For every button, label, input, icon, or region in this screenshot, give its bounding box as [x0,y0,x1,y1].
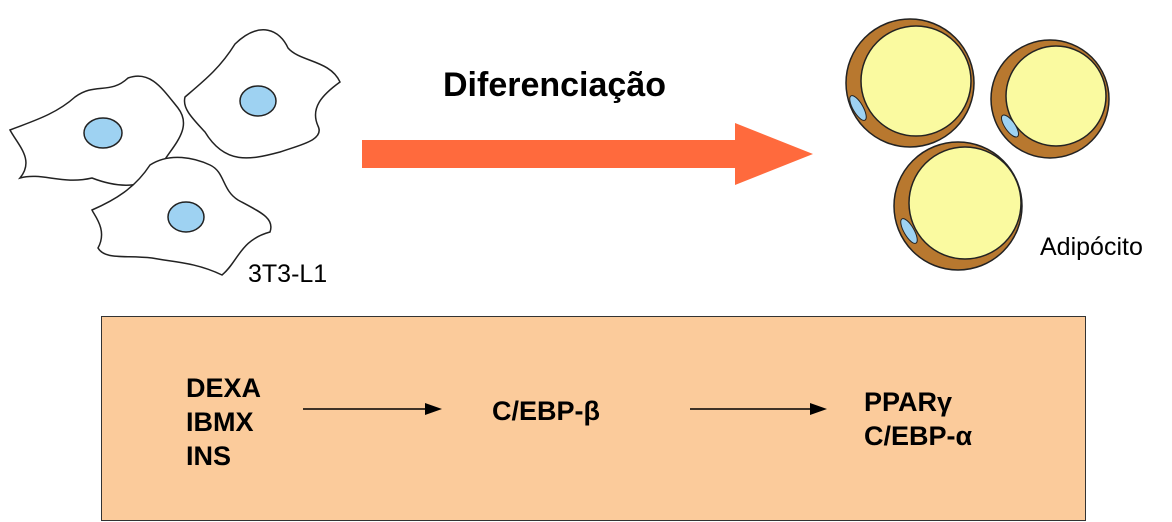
nucleus [239,85,277,117]
arrow-inducers-to-cebpb [303,403,442,415]
pathway-arrows [303,403,827,415]
target-cebp-alpha: C/EBP-α [864,421,973,451]
nucleus [1000,114,1020,138]
inducer-ibmx: IBMX [186,407,254,437]
signaling-pathway-panel: DEXA IBMX INS C/EBP-β PPARγ C/EBP-α [101,316,1086,521]
nucleus [849,95,867,121]
inducer-list: DEXA IBMX INS [186,371,261,473]
preadipocyte-label: 3T3-L1 [248,260,328,288]
inducer-dexa: DEXA [186,373,262,403]
cebp-beta-node: C/EBP-β [492,396,600,426]
differentiation-arrow [362,123,813,185]
adipocyte-cells [845,18,1110,271]
nucleus [167,201,205,233]
arrow-cebpb-to-targets [690,403,827,415]
diagram-title: Diferenciação [443,66,666,104]
adipocyte [845,18,975,148]
preadipocyte-cells [8,29,341,276]
inducer-ins: INS [186,441,232,471]
adipocyte [990,39,1110,159]
adipocyte-label: Adipócito [1040,233,1143,261]
nucleus [900,218,918,244]
nucleus [83,117,123,149]
target-list: PPARγ C/EBP-α [864,385,972,453]
adipocyte [893,141,1023,271]
target-ppargamma: PPARγ [864,387,953,417]
